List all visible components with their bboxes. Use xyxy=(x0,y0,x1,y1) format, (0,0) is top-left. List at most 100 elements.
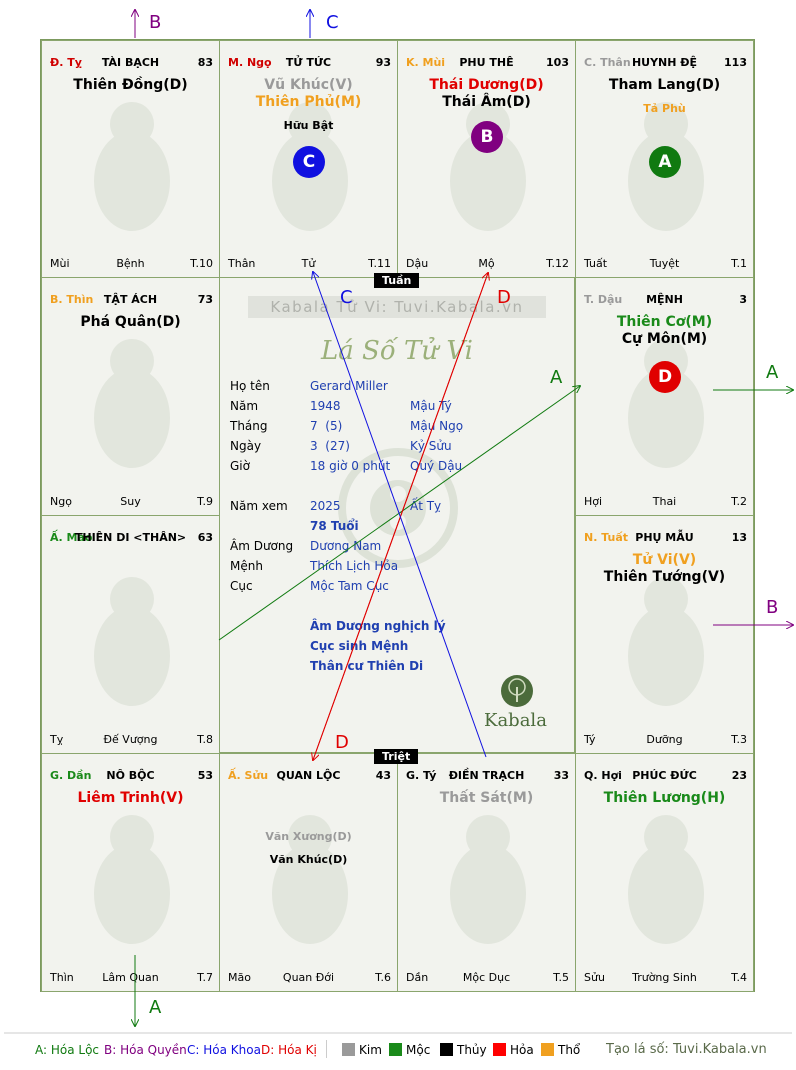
palace-branch: T. Dậu xyxy=(584,293,623,306)
palace-branch: Q. Hợi xyxy=(584,769,622,782)
palace-branch: B. Thìn xyxy=(50,293,94,306)
palace-bottom-right: T.7 xyxy=(197,971,213,984)
legend-hoa-label: Hỏa xyxy=(510,1043,534,1057)
palace-number: 113 xyxy=(724,56,747,69)
zodiac-dan-tiger-icon xyxy=(94,815,170,944)
palace-number: 63 xyxy=(197,531,213,544)
main-star: Tham Lang(D) xyxy=(608,77,721,93)
main-star: Thiên Lương(H) xyxy=(603,790,726,806)
arrow-label-a-right: A xyxy=(766,362,779,383)
main-star: Phá Quân(D) xyxy=(80,314,181,330)
palace-bottom-left: Dậu xyxy=(406,257,429,270)
palace-bottom-right: T.1 xyxy=(731,257,747,270)
arrow-label-a-bottom: A xyxy=(149,997,162,1018)
minor-star: Văn Khúc(D) xyxy=(269,853,348,866)
palace-branch: M. Ngọ xyxy=(228,56,272,69)
palace-name: MỆNH xyxy=(646,293,683,306)
palace-bottom-center: Tử xyxy=(301,257,316,270)
palace-bottom-center: Lâm Quan xyxy=(102,971,159,984)
main-star: Thái Dương(D) xyxy=(429,77,544,93)
palace-bottom-right: T.6 xyxy=(375,971,391,984)
info-am-duong: Dương Nam xyxy=(310,539,382,553)
zodiac-suu-buffalo-icon xyxy=(272,815,348,944)
palace-number: 73 xyxy=(197,293,213,306)
palace-branch: Đ. Tỵ xyxy=(50,56,82,69)
palace-number: 43 xyxy=(375,769,391,782)
palace-bottom-center: Mộc Dục xyxy=(462,971,511,984)
info-nam-xem-label: Năm xem xyxy=(230,499,288,513)
main-star: Thiên Tướng(V) xyxy=(603,569,726,585)
palace-number: 53 xyxy=(197,769,213,782)
main-star: Thái Âm(D) xyxy=(442,94,531,110)
arrow-label-a-center: A xyxy=(550,367,563,388)
palace-bottom-center: Dưỡng xyxy=(646,733,683,746)
palace-bottom-left: Tý xyxy=(584,733,596,746)
palace-name: NÔ BỘC xyxy=(106,769,155,782)
palace-bottom-right: T.8 xyxy=(197,733,213,746)
minor-star: Tả Phù xyxy=(643,102,686,115)
legend-moc-label: Mộc xyxy=(406,1043,431,1057)
palace-bottom-left: Mão xyxy=(228,971,251,984)
palace-stars: Thái Dương(D)Thái Âm(D) xyxy=(398,77,575,111)
arrow-label-b-top: B xyxy=(149,12,162,33)
minor-star: Hữu Bật xyxy=(283,119,334,132)
main-star: Cự Môn(M) xyxy=(621,331,708,347)
triet-tag: Triệt xyxy=(374,749,419,764)
info-nam: 1948 xyxy=(310,399,341,413)
palace-name: PHÚC ĐỨC xyxy=(632,769,697,782)
palace-bottom-right: T.2 xyxy=(731,495,747,508)
palace-bottom-right: T.9 xyxy=(197,495,213,508)
palace-bottom-left: Thìn xyxy=(50,971,74,984)
info-cuc: Mộc Tam Cục xyxy=(310,579,389,593)
main-star: Thiên Đồng(D) xyxy=(73,77,188,93)
palace-branch: C. Thân xyxy=(584,56,631,69)
info-nam-can-chi: Mậu Tý xyxy=(410,399,452,413)
info-gio: 18 giờ 0 phút xyxy=(310,459,391,473)
palace-bottom-right: T.10 xyxy=(190,257,213,270)
info-thang-can-chi: Mậu Ngọ xyxy=(410,419,464,433)
palace-bottom-right: T.12 xyxy=(546,257,569,270)
palace-stars: Liêm Trinh(V) xyxy=(42,790,219,807)
palace-bottom-left: Thân xyxy=(228,257,256,270)
palace-branch: K. Mùi xyxy=(406,56,446,69)
palace-name: TÀI BẠCH xyxy=(101,56,160,69)
info-thang: 7 (5) xyxy=(310,419,343,433)
palace-branch: Ấ. Mão xyxy=(50,531,93,544)
palace-number: 103 xyxy=(546,56,569,69)
main-star: Thiên Phủ(M) xyxy=(255,94,362,110)
kabala-tree-icon xyxy=(501,675,533,707)
hoa-circle-b: B xyxy=(471,121,503,153)
info-nam-label: Năm xyxy=(230,399,259,413)
palace-bottom-left: Hợi xyxy=(584,495,603,508)
palace-stars: Vũ Khúc(V)Thiên Phủ(M)Hữu Bật xyxy=(220,77,397,132)
palace-bottom-left: Tuất xyxy=(584,257,608,270)
legend-hoa-ki: D: Hóa Kị xyxy=(261,1043,317,1057)
hoa-circle-d: D xyxy=(649,361,681,393)
zodiac-ty-snake-icon xyxy=(94,102,170,231)
palace-bottom-left: Ngọ xyxy=(50,495,72,508)
legend-site-link[interactable]: Tạo lá số: Tuvi.Kabala.vn xyxy=(606,1042,767,1057)
zodiac-thin-dragon-icon xyxy=(94,339,170,468)
palace-name: QUAN LỘC xyxy=(276,769,341,782)
palace-bottom-right: T.5 xyxy=(553,971,569,984)
legend-hoa-loc: A: Hóa Lộc xyxy=(35,1043,100,1057)
legend-kim: Kim xyxy=(342,1043,382,1057)
palace-number: 23 xyxy=(731,769,747,782)
legend-thuy-label: Thủy xyxy=(457,1043,487,1057)
info-note-1: Âm Dương nghịch lý xyxy=(310,619,446,633)
palace-stars: Phá Quân(D) xyxy=(42,314,219,331)
palace-name: THIÊN DI <THÂN> xyxy=(74,531,187,544)
palace-number: 83 xyxy=(197,56,213,69)
legend-tho-label: Thổ xyxy=(558,1043,581,1057)
main-star: Thất Sát(M) xyxy=(439,790,534,806)
palace-bottom-center: Tuyệt xyxy=(649,257,680,270)
palace-name: PHỤ MẪU xyxy=(635,531,694,544)
info-tuoi: 78 Tuổi xyxy=(310,519,359,533)
hoa-swatch xyxy=(493,1043,506,1056)
palace-name: PHU THÊ xyxy=(459,56,514,69)
